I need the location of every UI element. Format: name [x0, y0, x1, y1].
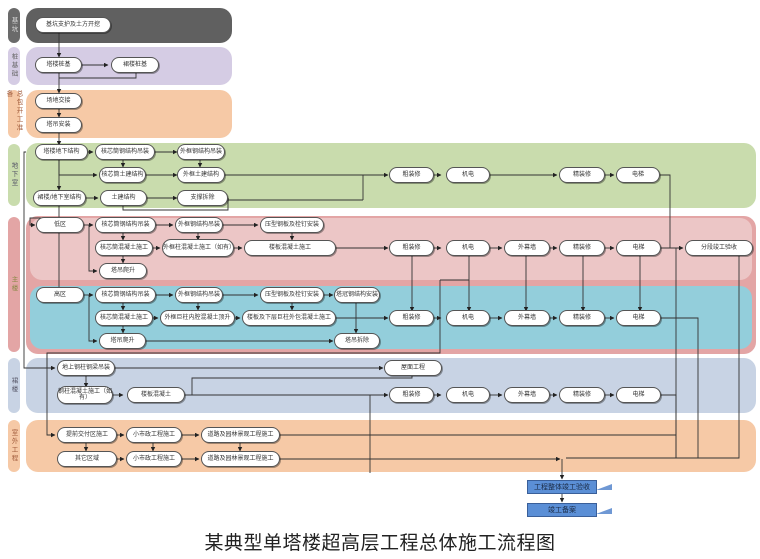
lane-label-text: 室外工程: [10, 429, 18, 463]
lane-label-prep: 总包开工准备: [5, 90, 23, 138]
node-rough-deco-podium[interactable]: 粗装修: [389, 387, 434, 403]
node-stage-acceptance[interactable]: 分段竣工验收: [685, 240, 753, 256]
node-mep-high[interactable]: 机电: [446, 310, 490, 326]
node-fine-deco-low[interactable]: 精装修: [559, 240, 605, 256]
lane-label-main-tower: 主楼: [8, 217, 20, 352]
lane-label-pile: 桩基础: [8, 47, 20, 85]
lane-label-text: 总包开工准备: [5, 90, 23, 133]
node-core-steel-basement[interactable]: 核芯筒钢结构吊装: [95, 144, 155, 160]
lane-label-text: 主楼: [10, 276, 18, 293]
node-elevator-basement[interactable]: 电梯: [616, 167, 660, 183]
node-slab-high[interactable]: 楼板及下层巨柱外包混凝土施工: [242, 310, 336, 326]
node-curtain-low[interactable]: 外幕墙: [504, 240, 550, 256]
node-crane-climb-high[interactable]: 塔吊爬升: [99, 333, 146, 349]
node-site-handover[interactable]: 场地交接: [35, 93, 82, 109]
arrow-to-outdoor: [46, 353, 56, 438]
arrow-b5: [58, 160, 98, 178]
node-landscape-1[interactable]: 道路及园林景观工程施工: [201, 427, 280, 443]
node-handover-area[interactable]: 提前交付区施工: [57, 427, 117, 443]
node-podium-basement[interactable]: 裙楼/地下室结构: [33, 190, 86, 206]
arrow-to-low-zone: [29, 206, 60, 228]
node-overall-acceptance[interactable]: 工程整体竣工验收: [527, 480, 597, 494]
arrow-l11: [88, 225, 98, 274]
node-deck-high[interactable]: 压型钢板及栓钉安装: [260, 287, 324, 303]
lane-label-text: 地下室: [10, 162, 18, 188]
line-p4: [185, 376, 413, 396]
node-rough-deco-low[interactable]: 粗装修: [389, 240, 434, 256]
node-elevator-low[interactable]: 电梯: [616, 240, 661, 256]
line-trunk-to-podium: [23, 151, 56, 371]
lane-label-text: 桩基础: [10, 53, 18, 79]
node-fine-deco-high[interactable]: 精装修: [559, 310, 605, 326]
node-tower-pile[interactable]: 塔楼桩基: [35, 57, 82, 73]
lane-label-podium: 裙楼: [8, 358, 20, 413]
arrow-h13: [88, 295, 98, 344]
node-fine-deco-podium[interactable]: 精装修: [559, 387, 605, 403]
lane-label-text: 基坑: [10, 17, 18, 34]
node-mep-podium[interactable]: 机电: [446, 387, 490, 403]
node-outer-steel-low[interactable]: 外框钢结构吊装: [175, 217, 223, 233]
node-landscape-2[interactable]: 道路及园林景观工程施工: [201, 451, 280, 467]
node-support-removal[interactable]: 支撑拆除: [177, 190, 228, 206]
node-crane-climb-low[interactable]: 塔吊爬升: [99, 263, 147, 279]
node-mega-column-high[interactable]: 外框巨柱内腔混凝土顶升: [160, 310, 235, 326]
node-outer-steel-basement[interactable]: 外框钢结构吊装: [177, 144, 225, 160]
node-slab-low[interactable]: 楼板混凝土施工: [244, 240, 336, 256]
node-rough-deco-basement[interactable]: 粗装修: [389, 167, 434, 183]
final-box-shadow: [596, 508, 612, 514]
node-podium-steel[interactable]: 地上钢柱钢梁吊装: [57, 360, 115, 376]
node-high-zone[interactable]: 高区: [36, 287, 84, 303]
node-completion-filing[interactable]: 竣工备案: [527, 503, 597, 517]
node-core-steel-low[interactable]: 核芯筒钢结构吊装: [95, 217, 156, 233]
node-roof-work[interactable]: 屋面工程: [384, 360, 442, 376]
node-core-concrete-high[interactable]: 核芯筒混凝土施工: [95, 310, 153, 326]
node-municipal-2[interactable]: 小市政工程施工: [126, 451, 182, 467]
node-other-area[interactable]: 其它区域: [57, 451, 117, 467]
node-pit-excavation[interactable]: 基坑支护及土方开挖: [35, 17, 111, 33]
node-podium-column-concrete[interactable]: 钢柱混凝土施工（如有）: [57, 386, 113, 404]
node-crane-remove-high[interactable]: 塔吊拆除: [334, 333, 380, 349]
node-outer-civil-basement[interactable]: 外框土建结构: [177, 167, 225, 183]
lane-label-foundation-pit: 基坑: [8, 8, 20, 43]
node-tower-basement[interactable]: 塔楼地下结构: [35, 144, 88, 160]
lane-label-basement: 地下室: [8, 144, 20, 206]
node-fine-deco-basement[interactable]: 精装修: [559, 167, 605, 183]
lane-label-text: 裙楼: [10, 377, 18, 394]
final-box-shadow: [596, 484, 612, 490]
line-b11: [122, 198, 229, 211]
node-elevator-high[interactable]: 电梯: [616, 310, 661, 326]
node-core-civil-basement[interactable]: 核芯筒土建结构: [99, 167, 146, 183]
node-elevator-podium[interactable]: 电梯: [616, 387, 661, 403]
node-podium-pile[interactable]: 裙楼桩基: [111, 57, 159, 73]
line-h19: [660, 317, 699, 458]
node-crown-steel-high[interactable]: 塔冠钢结构安装: [334, 287, 380, 303]
diagram-title: 某典型单塔楼超高层工程总体施工流程图: [204, 532, 556, 554]
line-p10: [660, 394, 677, 458]
node-civil-structure[interactable]: 土建结构: [100, 190, 147, 206]
node-mep-basement[interactable]: 机电: [446, 167, 490, 183]
node-mep-low[interactable]: 机电: [446, 240, 490, 256]
lane-label-outdoor: 室外工程: [8, 420, 20, 472]
node-core-concrete-low[interactable]: 核芯筒混凝土施工: [95, 240, 153, 256]
line-podium-pile-merge: [59, 73, 137, 79]
node-rough-deco-high[interactable]: 粗装修: [389, 310, 434, 326]
node-core-steel-high[interactable]: 核芯筒钢结构吊装: [95, 287, 156, 303]
node-municipal-1[interactable]: 小市政工程施工: [126, 427, 182, 443]
line-b17: [660, 174, 671, 248]
node-podium-slab[interactable]: 楼板混凝土: [127, 387, 185, 403]
node-curtain-podium[interactable]: 外幕墙: [504, 387, 550, 403]
node-outer-column-low[interactable]: 外框柱混凝土施工（如有）: [162, 239, 235, 257]
node-deck-low[interactable]: 压型钢板及栓钉安装: [260, 217, 324, 233]
node-outer-steel-high[interactable]: 外框钢结构吊装: [175, 287, 223, 303]
node-crane-install[interactable]: 塔吊安装: [35, 117, 82, 133]
node-curtain-high[interactable]: 外幕墙: [504, 310, 550, 326]
line-stage-to-final: [566, 256, 740, 459]
node-low-zone[interactable]: 低区: [36, 217, 84, 233]
